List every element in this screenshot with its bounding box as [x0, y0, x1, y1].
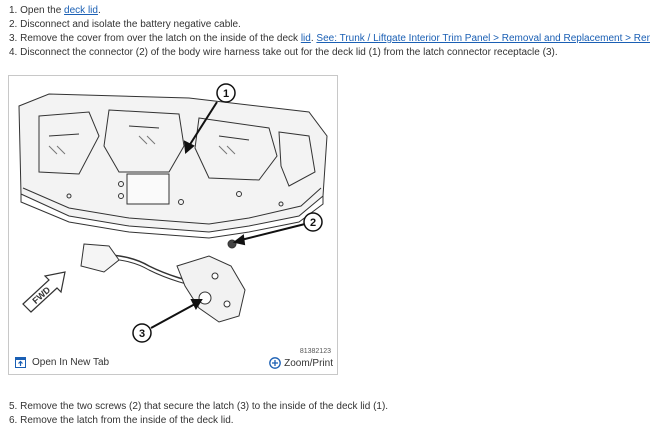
- step-1: 1. Open the deck lid.: [9, 4, 650, 18]
- step-number: 4.: [9, 47, 18, 58]
- open-new-tab-icon: [15, 357, 26, 368]
- callout-3: 3: [132, 323, 152, 343]
- step-text: Disconnect the connector (2) of the body…: [20, 47, 558, 58]
- forward-direction-arrow: FWD: [22, 271, 66, 313]
- open-in-new-tab-label: Open In New Tab: [32, 357, 110, 368]
- callout-2-label: 2: [310, 217, 316, 229]
- step-text-mid: .: [310, 33, 317, 44]
- latch-part: [176, 255, 246, 323]
- step-text: Remove the latch from the inside of the …: [20, 415, 234, 426]
- open-in-new-tab-button[interactable]: Open In New Tab: [15, 357, 109, 368]
- step-text: Remove the two screws (2) that secure th…: [20, 401, 389, 412]
- callout-leaders: [150, 101, 306, 329]
- instruction-steps-top: 1. Open the deck lid. 2. Disconnect and …: [9, 4, 650, 60]
- step-6: 6. Remove the latch from the inside of t…: [9, 414, 388, 428]
- callout-1-label: 1: [223, 88, 229, 100]
- step-number: 5.: [9, 401, 18, 412]
- figure-toolbar: Open In New Tab Zoom/Print: [9, 354, 337, 374]
- step-3: 3. Remove the cover from over the latch …: [9, 32, 650, 46]
- step-5: 5. Remove the two screws (2) that secure…: [9, 400, 388, 414]
- step-number: 2.: [9, 19, 18, 30]
- deck-lid-inner-panel: [18, 93, 328, 239]
- step-text: Remove the cover from over the latch on …: [20, 33, 301, 44]
- step-number: 1.: [9, 5, 18, 16]
- step-2: 2. Disconnect and isolate the battery ne…: [9, 18, 650, 32]
- deck-lid-latch-illustration: FWD 1 2 3: [18, 83, 328, 343]
- step-number: 3.: [9, 33, 18, 44]
- step-4: 4. Disconnect the connector (2) of the b…: [9, 46, 650, 60]
- image-code: 81382123: [299, 348, 331, 355]
- latch-diagram-figure: FWD 1 2 3 81382123: [8, 75, 338, 375]
- callout-3-label: 3: [139, 328, 145, 340]
- zoom-print-label: Zoom/Print: [284, 357, 333, 369]
- zoom-print-button[interactable]: Zoom/Print: [269, 357, 333, 369]
- callout-2: 2: [303, 212, 323, 232]
- step-number: 6.: [9, 415, 18, 426]
- lid-link[interactable]: lid: [300, 33, 311, 44]
- step-text: Disconnect and isolate the battery negat…: [20, 19, 241, 30]
- deck-lid-link[interactable]: deck lid: [64, 5, 98, 16]
- callout-1: 1: [216, 83, 236, 103]
- instruction-steps-bottom: 5. Remove the two screws (2) that secure…: [9, 400, 388, 428]
- trim-panel-removal-link[interactable]: See: Trunk / Liftgate Interior Trim Pane…: [316, 33, 650, 44]
- step-text: Open the: [20, 5, 65, 16]
- zoom-plus-icon: [269, 357, 281, 369]
- step-text-end: .: [97, 5, 101, 16]
